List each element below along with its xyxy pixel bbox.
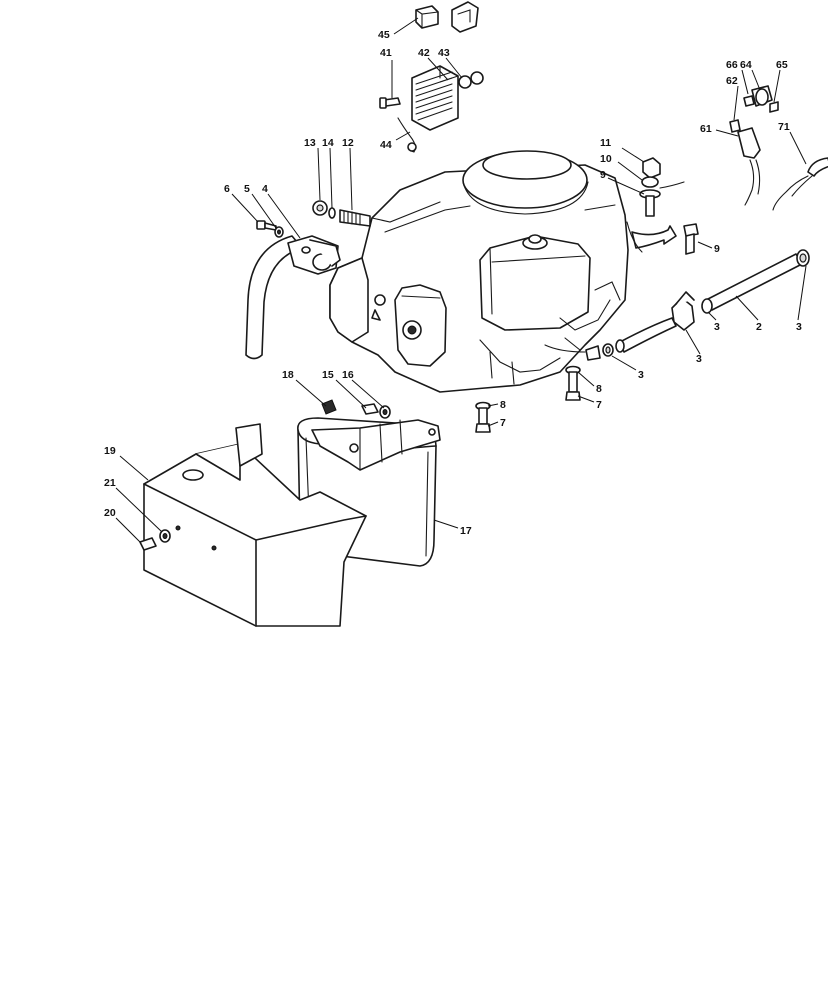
callout-10: 10 bbox=[600, 153, 612, 165]
callout-3-d: 3 bbox=[638, 369, 644, 381]
callout-19: 19 bbox=[104, 445, 116, 457]
callout-16: 16 bbox=[342, 369, 354, 381]
callout-62: 62 bbox=[726, 75, 738, 87]
callout-11: 11 bbox=[600, 137, 611, 149]
callout-15: 15 bbox=[322, 369, 334, 381]
regulator-assembly bbox=[379, 1, 484, 153]
callout-12: 12 bbox=[342, 137, 354, 149]
callout-71: 71 bbox=[778, 121, 790, 133]
callout-61: 61 bbox=[700, 123, 712, 135]
callout-9-top: 9 bbox=[600, 169, 606, 181]
callout-7-left: 7 bbox=[500, 417, 506, 429]
callout-6: 6 bbox=[224, 183, 230, 195]
callout-45: 45 bbox=[378, 29, 390, 41]
throttle-control-assembly bbox=[729, 85, 828, 211]
callout-44: 44 bbox=[380, 139, 392, 151]
engine-assembly bbox=[329, 150, 677, 393]
callout-65: 65 bbox=[776, 59, 788, 71]
callout-64: 64 bbox=[740, 59, 752, 71]
callout-66: 66 bbox=[726, 59, 738, 71]
callout-4: 4 bbox=[262, 183, 268, 195]
callout-labels: 45 41 42 43 44 66 64 65 62 61 71 13 14 1… bbox=[104, 29, 802, 537]
callout-18: 18 bbox=[282, 369, 294, 381]
callout-9-right: 9 bbox=[714, 243, 720, 255]
callout-3-b: 3 bbox=[796, 321, 802, 333]
callout-2: 2 bbox=[756, 321, 762, 333]
callout-7-right: 7 bbox=[596, 399, 602, 411]
callout-20: 20 bbox=[104, 507, 116, 519]
leader-lines bbox=[115, 17, 807, 543]
callout-8-left: 8 bbox=[500, 399, 506, 411]
stud-spacer-set bbox=[312, 200, 371, 227]
callout-42: 42 bbox=[418, 47, 430, 59]
fastener-set-right bbox=[639, 157, 699, 255]
engine-shroud-cover bbox=[139, 423, 367, 627]
callout-8-right: 8 bbox=[596, 383, 602, 395]
callout-21: 21 bbox=[104, 477, 116, 489]
fuel-line-assembly bbox=[585, 249, 810, 361]
callout-13: 13 bbox=[304, 137, 316, 149]
exhaust-pipe-assembly bbox=[245, 220, 341, 360]
callout-14: 14 bbox=[322, 137, 334, 149]
callout-5: 5 bbox=[244, 183, 250, 195]
callout-3-a: 3 bbox=[714, 321, 720, 333]
callout-3-c: 3 bbox=[696, 353, 702, 365]
callout-17: 17 bbox=[460, 525, 472, 537]
callout-43: 43 bbox=[438, 47, 450, 59]
mounting-bolts bbox=[475, 365, 581, 433]
callout-41: 41 bbox=[380, 47, 392, 59]
